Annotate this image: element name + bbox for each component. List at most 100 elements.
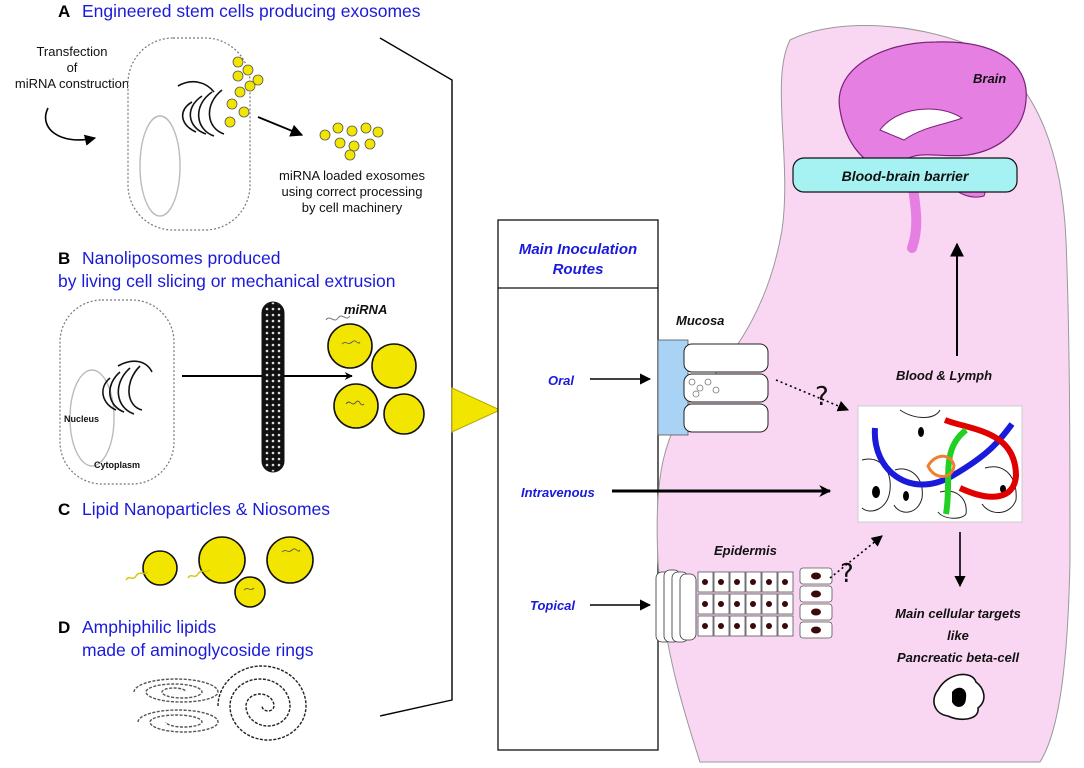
exosome-note-line-1: miRNA loaded exosomes xyxy=(279,168,425,183)
epidermis-label: Epidermis xyxy=(714,543,777,558)
cytoplasm-label: Cytoplasm xyxy=(94,460,140,470)
epidermis-cell-nucleus xyxy=(766,601,772,607)
epidermis-cell-nucleus xyxy=(702,601,708,607)
epidermis-cell-nucleus xyxy=(782,623,788,629)
epidermis-illustration: Epidermis ? xyxy=(590,535,883,643)
tissue-vessel-panel xyxy=(857,405,1023,523)
epidermis-uncertain-mark: ? xyxy=(840,559,854,589)
mirna-label: miRNA xyxy=(344,302,387,317)
epidermis-cell-grid xyxy=(697,567,833,639)
basal-cell-nucleus xyxy=(811,608,821,616)
beta-cell-nucleus-icon xyxy=(952,687,967,707)
section-a: A Engineered stem cells producing exosom… xyxy=(15,1,425,231)
exosome-cluster-released xyxy=(319,122,384,161)
tissue-cells xyxy=(861,409,1017,519)
transfection-line-1: Transfection xyxy=(36,44,107,59)
section-d-title-line-1: Amphiphilic lipids xyxy=(82,617,216,637)
corpus-callosum-icon xyxy=(879,108,964,141)
targets-line-2: like xyxy=(947,628,969,643)
brain-label: Brain xyxy=(973,71,1006,86)
nanoliposome-group xyxy=(327,323,425,435)
epidermis-cell-nucleus xyxy=(718,579,724,585)
epidermis-cell-nucleus xyxy=(766,623,772,629)
blood-vessel-red xyxy=(943,417,1020,500)
mucosa-cell xyxy=(683,403,769,433)
extrusion-membrane xyxy=(261,301,285,473)
mirna-strand-icon xyxy=(325,315,351,321)
golgi-icon xyxy=(177,80,225,137)
lymph-vessel-green xyxy=(943,427,968,515)
section-d-letter: D xyxy=(58,618,70,637)
cell-outline xyxy=(59,299,175,485)
mucosa-vesicles xyxy=(688,378,720,398)
exosome-note-line-2: using correct processing xyxy=(282,184,423,199)
section-c: C Lipid Nanoparticles & Niosomes xyxy=(58,499,330,608)
epidermis-cell-nucleus xyxy=(734,579,740,585)
section-b-letter: B xyxy=(58,249,70,268)
route-intravenous: Intravenous xyxy=(521,485,595,500)
nanoparticle-mirna-icons xyxy=(125,569,211,581)
mucosa-absorption-arrow xyxy=(775,379,850,412)
epidermis-cell-nucleus xyxy=(702,623,708,629)
basal-cell-nucleus xyxy=(811,626,821,634)
section-b: B Nanoliposomes produced by living cell … xyxy=(58,248,425,485)
routes-box xyxy=(497,219,659,751)
stem-cell-nucleus xyxy=(139,115,181,217)
section-d-title-line-2: made of aminoglycoside rings xyxy=(82,640,314,660)
epidermis-cell-nucleus xyxy=(718,623,724,629)
section-d: D Amphiphilic lipids made of aminoglycos… xyxy=(58,617,314,741)
section-b-title-line-1: Nanoliposomes produced xyxy=(82,248,280,268)
routes-title-line-1: Main Inoculation xyxy=(519,241,637,258)
nanoliposome-mirna-icons xyxy=(341,340,365,406)
bbb-label: Blood-brain barrier xyxy=(842,168,970,184)
blood-brain-barrier xyxy=(792,157,1018,193)
section-c-title: Lipid Nanoparticles & Niosomes xyxy=(82,499,330,519)
epidermis-cell-nucleus xyxy=(750,601,756,607)
epidermis-cell-nucleus xyxy=(766,579,772,585)
epidermis-cell-nucleus xyxy=(750,623,756,629)
section-a-title: Engineered stem cells producing exosomes xyxy=(82,1,421,21)
exosome-cluster-inside xyxy=(224,56,264,128)
stem-cell-outline xyxy=(127,37,251,231)
section-b-title-line-2: by living cell slicing or mechanical ext… xyxy=(58,271,396,291)
stratum-corneum xyxy=(655,569,697,643)
route-oral: Oral xyxy=(548,373,574,388)
mucosa-cell xyxy=(683,343,769,373)
lipid-nanoparticle-group xyxy=(142,536,314,608)
mucosa-cell xyxy=(683,373,769,403)
transfection-line-3: miRNA construction xyxy=(15,76,129,91)
pointer-triangle xyxy=(451,387,502,433)
targets-line-1: Main cellular targets xyxy=(895,606,1021,621)
mucosa-illustration: Mucosa ? xyxy=(590,313,850,436)
section-c-letter: C xyxy=(58,500,70,519)
targets-line-3: Pancreatic beta-cell xyxy=(897,650,1020,665)
epidermis-cell-nucleus xyxy=(734,623,740,629)
capillary-orange xyxy=(926,454,956,478)
tissue-nuclei xyxy=(872,427,1006,501)
brain-illustration: Brain Blood-brain barrier xyxy=(792,41,1027,253)
mucus-layer xyxy=(657,339,689,436)
transfection-arrow xyxy=(44,107,97,146)
epidermis-cell-nucleus xyxy=(734,601,740,607)
routes-title-line-2: Routes xyxy=(553,261,604,278)
basal-cell-nucleus xyxy=(811,572,821,580)
section-a-letter: A xyxy=(58,2,70,21)
epidermis-cell-nucleus xyxy=(750,579,756,585)
epidermis-cell-nucleus xyxy=(782,601,788,607)
cell-nucleus xyxy=(69,369,115,467)
epidermis-cell-nucleus xyxy=(718,601,724,607)
blood-lymph-label: Blood & Lymph xyxy=(896,368,992,383)
exosome-release-arrow xyxy=(257,116,304,137)
aminoglycoside-spiral-icons xyxy=(133,665,307,741)
nanoparticle-inner-strands xyxy=(243,548,301,591)
golgi-icon xyxy=(102,360,153,415)
mucosa-label: Mucosa xyxy=(676,313,724,328)
epidermis-cell-nucleus xyxy=(702,579,708,585)
mucosa-uncertain-mark: ? xyxy=(815,382,829,412)
transfection-line-2: of xyxy=(67,60,78,75)
routes-panel: Main Inoculation Routes Oral Intravenous… xyxy=(497,219,659,751)
epidermis-absorption-arrow xyxy=(829,535,883,579)
route-topical: Topical xyxy=(530,598,575,613)
basal-cell-nucleus xyxy=(811,590,821,598)
nucleus-label: Nucleus xyxy=(64,414,99,424)
